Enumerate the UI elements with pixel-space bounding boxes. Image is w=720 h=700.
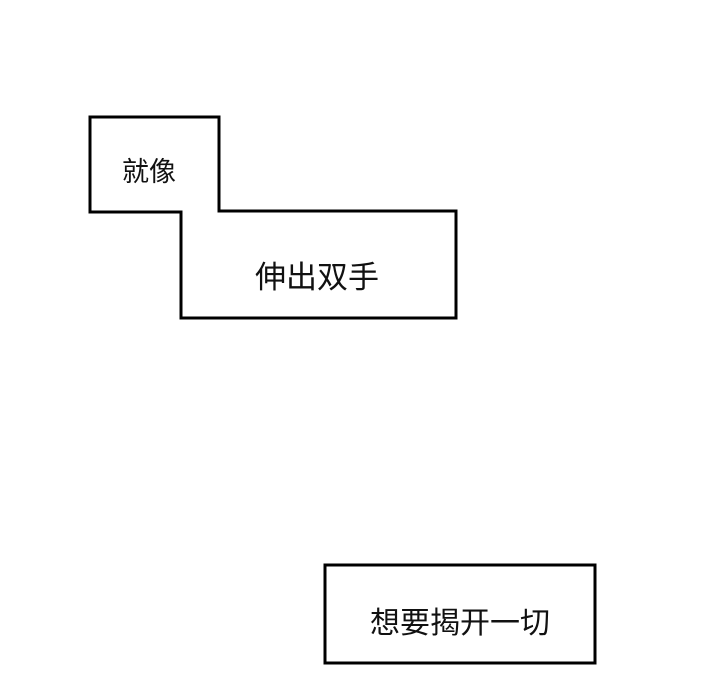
caption-text-3: 想要揭开一切: [370, 606, 550, 641]
caption-text-1: 就像: [122, 157, 176, 188]
caption-box-2: [323, 563, 597, 665]
caption-text-2: 伸出双手: [255, 260, 379, 296]
caption-box-1: [88, 115, 458, 320]
